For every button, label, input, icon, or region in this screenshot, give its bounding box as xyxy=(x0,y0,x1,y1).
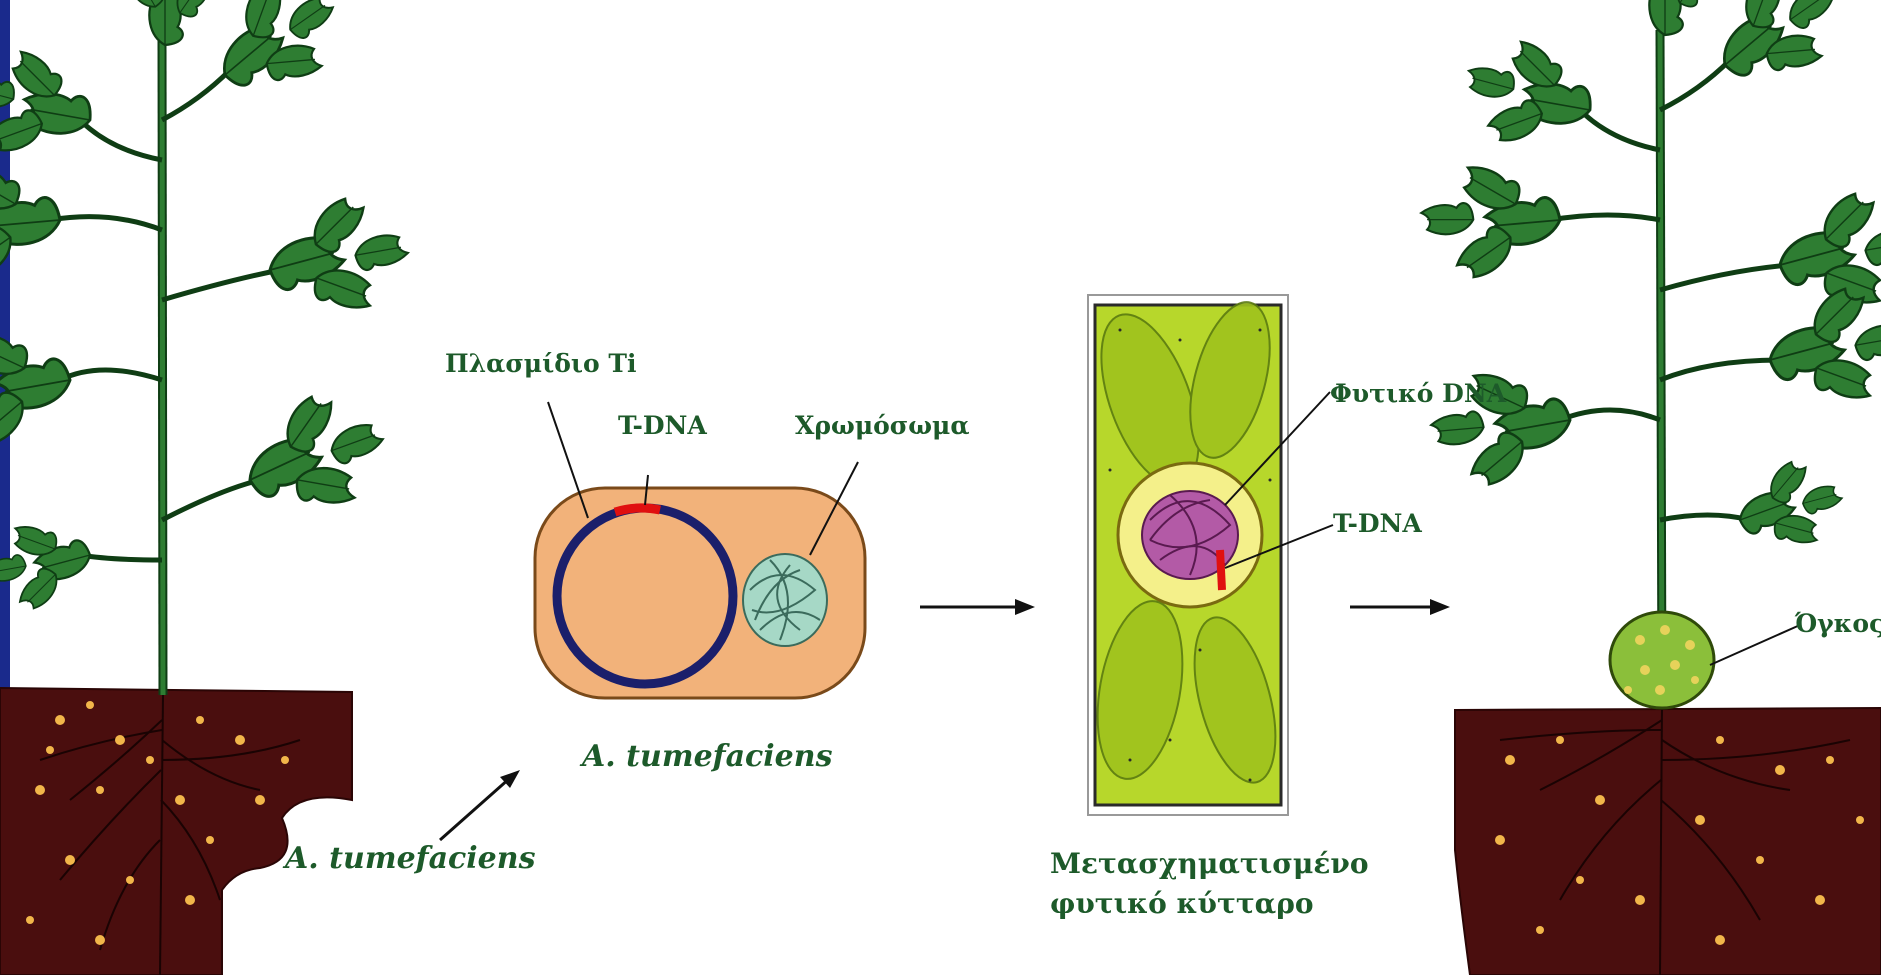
bacterial-chromosome xyxy=(743,554,827,646)
soil-right xyxy=(1455,708,1881,975)
label-soil-bacteria: A. tumefaciens xyxy=(285,842,535,877)
tumor-plant xyxy=(1414,0,1881,975)
label-tumor: Όγκος xyxy=(1795,610,1881,639)
bacterium-cell xyxy=(535,402,865,698)
arrow-to-cell xyxy=(920,599,1035,615)
label-plasmid-ti: Πλασμίδιο Ti xyxy=(445,350,636,379)
arrow-to-tumor-plant xyxy=(1350,599,1450,615)
label-plant-dna: Φυτικό DNA xyxy=(1330,380,1506,409)
label-transformed-cell-line2: φυτικό κύτταρο xyxy=(1050,888,1314,920)
transformed-plant-cell xyxy=(1082,294,1333,815)
label-t-dna-cell: T-DNA xyxy=(1333,510,1422,539)
arrow-to-bacterium xyxy=(440,770,520,840)
t-dna-segment-bacterium xyxy=(615,508,660,512)
label-bacterium-name: A. tumefaciens xyxy=(582,740,832,775)
label-chromosome: Χρωμόσωμα xyxy=(795,412,970,441)
soil-left xyxy=(0,688,352,975)
healthy-plant xyxy=(0,0,414,975)
t-dna-insert xyxy=(1220,550,1222,590)
label-t-dna-bacterium: T-DNA xyxy=(618,412,707,441)
label-transformed-cell-line1: Μετασχηματισμένο xyxy=(1050,848,1369,880)
crown-gall-tumor xyxy=(1610,612,1714,708)
